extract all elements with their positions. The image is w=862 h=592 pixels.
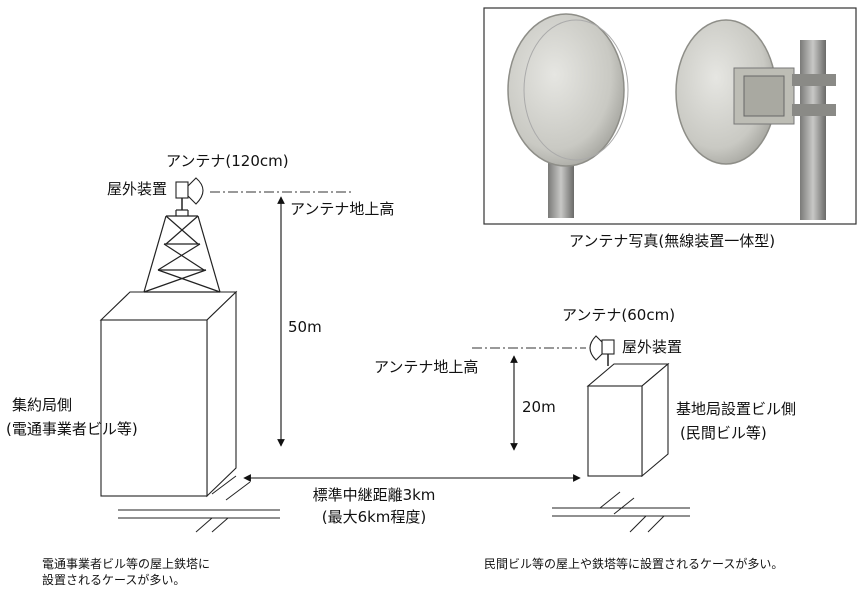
left-station-name: 集約局側	[12, 396, 72, 414]
left-station: アンテナ(120cm) 屋外装置 アンテナ地上高 50m 集約局側 (電通事業者…	[6, 152, 394, 587]
right-building	[586, 362, 670, 478]
antenna-photo-left	[507, 13, 629, 218]
left-height-label: アンテナ地上高	[290, 200, 394, 218]
left-station-subname: (電通事業者ビル等)	[6, 420, 138, 438]
left-note-line1: 電通事業者ビル等の屋上鉄塔に	[42, 556, 210, 571]
left-height-value: 50m	[288, 318, 322, 336]
right-antenna-label: アンテナ(60cm)	[562, 306, 675, 324]
right-height-label: アンテナ地上高	[374, 358, 478, 376]
right-ground	[552, 491, 690, 533]
right-station-name: 基地局設置ビル側	[676, 400, 796, 418]
antenna-photo-right	[675, 19, 836, 220]
right-station-subname: (民間ビル等)	[680, 424, 767, 442]
left-note-line2: 設置されるケースが多い。	[42, 572, 185, 587]
left-tower	[143, 209, 221, 293]
left-outdoor-unit	[175, 181, 189, 199]
antenna-photo: アンテナ写真(無線装置一体型)	[483, 7, 857, 250]
left-outdoor-unit-label: 屋外装置	[107, 180, 167, 198]
right-height-value: 20m	[522, 398, 556, 416]
right-note: 民間ビル等の屋上や鉄塔等に設置されるケースが多い。	[484, 556, 783, 571]
right-outdoor-unit-label: 屋外装置	[622, 338, 682, 356]
right-antenna-dish	[589, 335, 603, 361]
distance-indicator: 標準中継距離3km (最大6km程度)	[243, 474, 581, 526]
right-outdoor-unit	[601, 339, 615, 355]
left-ground	[118, 475, 280, 533]
right-station: アンテナ(60cm) 屋外装置 アンテナ地上高 20m 基地局設置ビル側 (民間…	[374, 306, 796, 571]
left-antenna-dish	[187, 177, 204, 205]
distance-label: 標準中継距離3km	[313, 486, 436, 504]
distance-sublabel: (最大6km程度)	[322, 508, 427, 526]
left-antenna-label: アンテナ(120cm)	[166, 152, 289, 170]
photo-caption: アンテナ写真(無線装置一体型)	[569, 232, 775, 250]
left-building	[99, 290, 238, 498]
